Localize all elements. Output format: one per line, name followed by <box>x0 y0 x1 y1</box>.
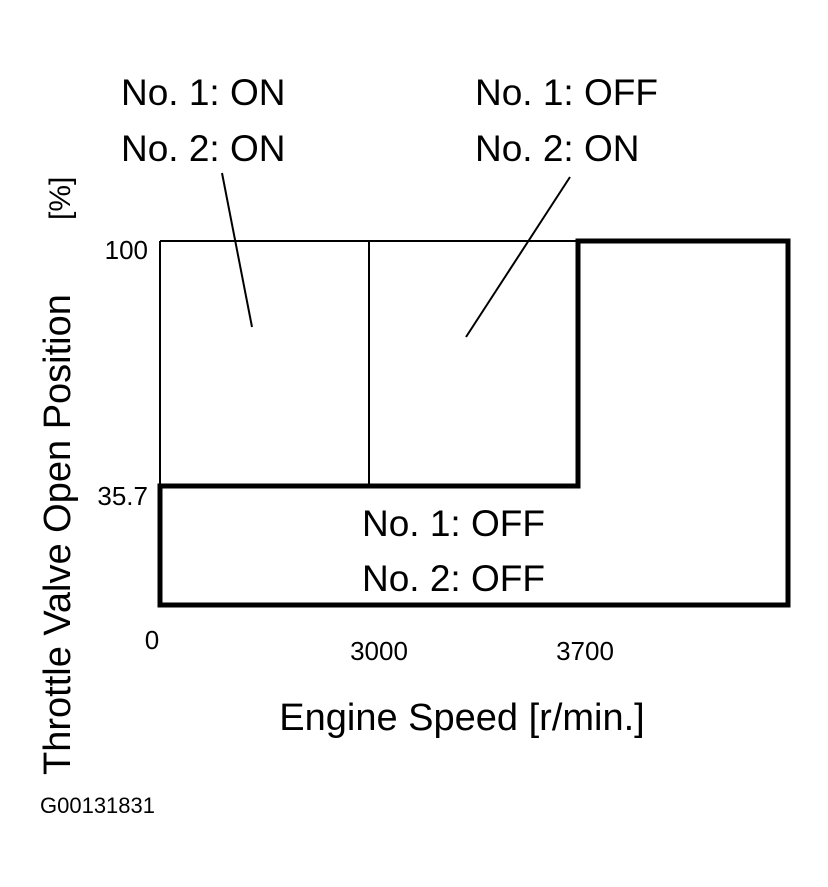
region-on-on-line2: No. 2: ON <box>121 128 286 169</box>
region-on-on-line1: No. 1: ON <box>121 72 286 113</box>
x-tick-3000: 3000 <box>350 636 408 666</box>
figure-code: G00131831 <box>40 793 155 818</box>
y-tick-35-7: 35.7 <box>97 481 148 511</box>
x-tick-0: 0 <box>145 625 159 655</box>
region-off-off-line2: No. 2: OFF <box>362 558 545 599</box>
off-off-region-boundary <box>157 238 791 608</box>
region-off-on-line2: No. 2: ON <box>475 128 640 169</box>
y-tick-100: 100 <box>105 235 148 265</box>
y-axis-unit: [%] <box>44 177 77 220</box>
region-off-on-line1: No. 1: OFF <box>475 72 658 113</box>
leader-line-on-on <box>221 172 253 328</box>
region-off-off-line1: No. 1: OFF <box>362 503 545 544</box>
leader-line-off-on <box>465 176 571 338</box>
y-axis-title: Throttle Valve Open Position <box>37 294 79 775</box>
x-axis-title: Engine Speed [r/min.] <box>279 697 644 739</box>
x-tick-3700: 3700 <box>556 636 614 666</box>
